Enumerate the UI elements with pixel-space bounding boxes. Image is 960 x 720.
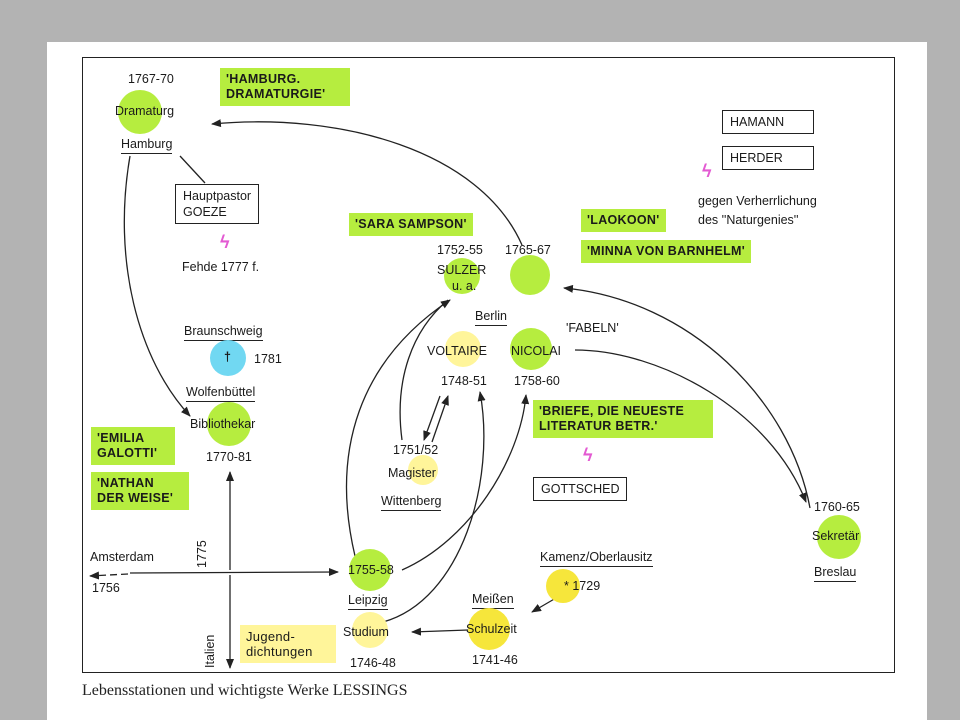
box-goeze: Hauptpastor GOEZE <box>175 184 260 224</box>
node-braunschweig <box>210 340 246 376</box>
berlin-city: Berlin <box>475 309 507 326</box>
work-fabeln: 'FABELN' <box>566 321 619 335</box>
wittenberg-city: Wittenberg <box>381 494 442 511</box>
amsterdam-city: Amsterdam <box>90 550 154 564</box>
arrow-kamenz-to-meissen <box>531 597 557 613</box>
node-nicolai <box>510 328 552 370</box>
work-nathan-der-weise: 'NATHAN DER WEISE' <box>91 472 189 510</box>
naturgenie-line2: des ''Naturgenies'' <box>698 213 799 227</box>
berlin-years-1765: 1765-67 <box>505 243 551 257</box>
line-wittenberg-to-sulzer <box>399 299 449 441</box>
node-wittenberg <box>408 455 438 485</box>
meissen-city: Meißen <box>472 592 514 609</box>
caption: Lebensstationen und wichtigste Werke LES… <box>82 682 408 699</box>
goeze-line1: Hauptpastor <box>183 189 252 203</box>
lightning-bolt-icon: ϟ <box>583 445 593 465</box>
wolfenbuettel-role: Bibliothekar <box>190 417 256 431</box>
node-hamburg <box>118 90 162 134</box>
braunschweig-city: Braunschweig <box>184 324 263 341</box>
kamenz-city: Kamenz/Oberlausitz <box>540 550 653 567</box>
berlin-sulzer: SULZER <box>437 263 487 277</box>
node-breslau <box>817 515 861 559</box>
amsterdam-year: 1756 <box>92 581 120 595</box>
italien-vertical: Italien <box>203 634 217 668</box>
leipzig-role: Studium <box>343 625 389 639</box>
wittenberg-role: Magister <box>388 466 436 480</box>
work-laokoon: 'LAOKOON' <box>581 209 666 232</box>
meissen-role: Schulzeit <box>466 622 517 636</box>
berlin-sulzer-ua: u. a. <box>452 279 477 293</box>
goeze-feud: Fehde 1777 f. <box>182 260 260 274</box>
work-minna-von-barnhelm: 'MINNA VON BARNHELM' <box>581 240 752 263</box>
arrow-breslau-to-berlin <box>563 284 811 509</box>
berlin-years-1752: 1752-55 <box>437 243 483 257</box>
work-hamburg-dramaturgie: 'HAMBURG. DRAMATURGIE' <box>220 68 350 106</box>
kamenz-birth: * 1729 <box>564 579 601 593</box>
hamburg-years: 1767-70 <box>128 72 174 86</box>
arrow-leipzig-to-sulzer <box>345 299 451 557</box>
lightning-bolt-icon: ϟ <box>702 161 712 181</box>
arrow-hamburg-to-wolfenbuettel <box>123 155 191 417</box>
diagram-frame <box>82 57 895 673</box>
naturgenie-line1: gegen Verherrlichung <box>698 194 817 208</box>
arrow-voltaire-to-wittenberg <box>423 395 441 441</box>
breslau-years: 1760-65 <box>814 500 860 514</box>
box-gottsched: GOTTSCHED <box>533 477 628 501</box>
leipzig-city: Leipzig <box>348 593 388 610</box>
line-amsterdam-to-leipzig <box>129 568 339 577</box>
leipzig-years-1755: 1755-58 <box>348 563 394 577</box>
braunschweig-year: 1781 <box>254 352 282 366</box>
berlin-years-1758: 1758-60 <box>514 374 560 388</box>
wolfenbuettel-city: Wolfenbüttel <box>186 385 256 402</box>
node-wolfenbuettel <box>207 402 251 446</box>
node-kamenz <box>546 569 580 603</box>
breslau-role: Sekretär <box>812 529 860 543</box>
arrow-leipzig-to-amsterdam <box>89 571 129 580</box>
line-hamburg-to-goeze <box>179 155 206 184</box>
leipzig-years-1746: 1746-48 <box>350 656 396 670</box>
lightning-bolt-icon: ϟ <box>220 232 230 252</box>
node-berlin-sulzer <box>444 258 480 294</box>
box-hamann: HAMANN <box>722 110 814 134</box>
work-sara-sampson: 'SARA SAMPSON' <box>349 213 473 236</box>
berlin-years-1748: 1748-51 <box>441 374 487 388</box>
node-meissen <box>468 608 510 650</box>
berlin-voltaire: VOLTAIRE <box>427 344 487 358</box>
arrow-nicolai-to-breslau <box>574 349 807 503</box>
node-berlin-1765 <box>510 255 550 295</box>
hamburg-role: Dramaturg <box>115 104 175 118</box>
work-briefe-literatur: 'BRIEFE, DIE NEUESTE LITERATUR BETR.' <box>533 400 713 438</box>
arrow-meissen-to-studium <box>411 627 469 636</box>
death-cross-icon: † <box>224 350 231 364</box>
work-emilia-galotti: 'EMILIA GALOTTI' <box>91 427 175 465</box>
berlin-nicolai: NICOLAI <box>511 344 562 358</box>
work-jugenddichtungen: Jugend-dichtungen <box>240 625 336 663</box>
arrow-studium-to-voltaire <box>382 391 486 623</box>
hamburg-city: Hamburg <box>121 137 173 154</box>
node-studium <box>352 612 388 648</box>
arrow-berlin-to-hamburg <box>211 119 523 246</box>
wolfenbuettel-years: 1770-81 <box>206 450 252 464</box>
goeze-line2: GOEZE <box>183 205 227 219</box>
arrow-wittenberg-to-voltaire <box>431 395 449 443</box>
node-leipzig <box>349 549 391 591</box>
node-voltaire <box>445 331 481 367</box>
wittenberg-years: 1751/52 <box>393 443 439 457</box>
arrow-leipzig-to-nicolai <box>401 394 530 571</box>
box-herder: HERDER <box>722 146 814 170</box>
year-1775-vertical: 1775 <box>195 540 209 568</box>
meissen-years: 1741-46 <box>472 653 518 667</box>
breslau-city: Breslau <box>814 565 857 582</box>
